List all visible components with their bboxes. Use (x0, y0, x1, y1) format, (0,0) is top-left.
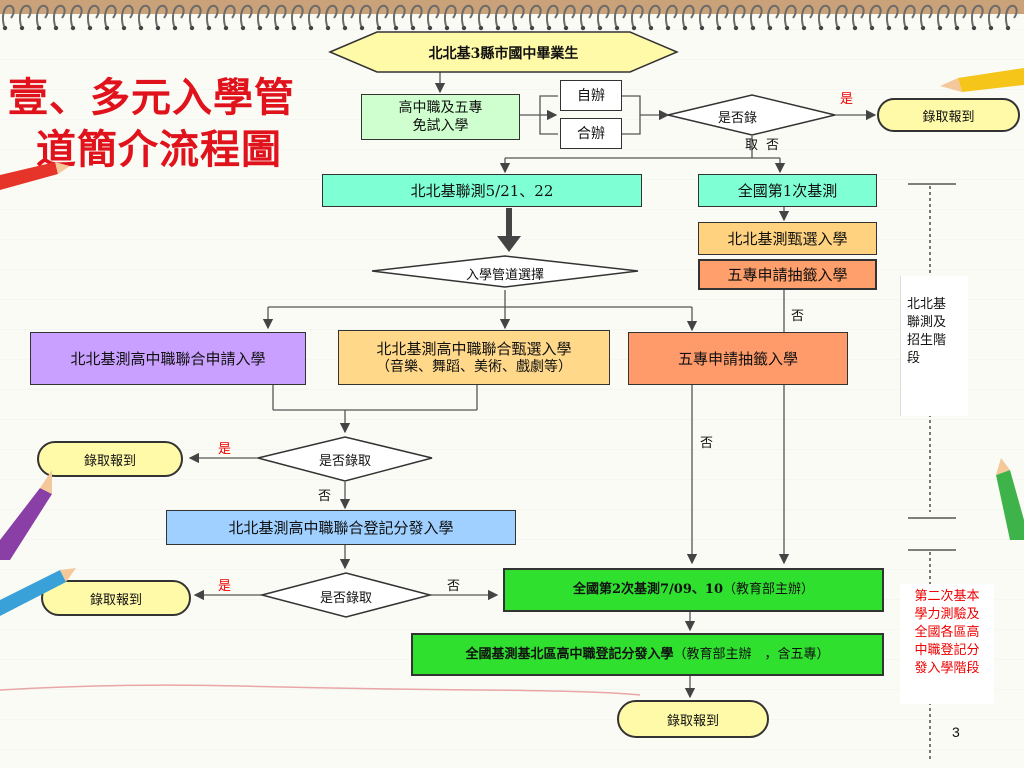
joint-apply-box: 北北基測高中職聯合申請入學 (30, 332, 306, 385)
national-exam1-box: 全國第1次基測 (698, 174, 877, 207)
self-run-box: 自辦 (560, 80, 622, 111)
report-pill-bottom: 錄取報到 (617, 700, 769, 738)
national-register-box: 全國基測基北區高中職登記分發入學（教育部主辦 ，含五專） (411, 633, 884, 676)
no-label-2: 否 (318, 489, 332, 504)
joint-register-box: 北北基測高中職聯合登記分發入學 (166, 510, 516, 545)
bk-selection-box: 北北基測甄選入學 (698, 222, 877, 255)
yes-label-2: 是 (218, 442, 232, 457)
joint-select-line1: 北北基測高中職聯合甄選入學 (376, 339, 572, 358)
channel-choice-decision: 入學管道選擇 (465, 268, 544, 283)
joint-select-line2: （音樂、舞蹈、美術、戲劇等） (376, 358, 572, 375)
decision-admit-1-a: 是否錄 (718, 111, 758, 126)
no-label-3: 否 (447, 579, 461, 594)
national-exam2-box: 全國第2次基測7/09、10（教育部主辦） (503, 568, 884, 612)
five-year-lottery-small-box: 五專申請抽籤入學 (698, 259, 877, 290)
yes-label-3: 是 (218, 579, 232, 594)
spiral-binding (0, 0, 1024, 31)
national-exam2-main: 全國第2次基測7/09、10 (572, 582, 723, 597)
stage2-note: 第二次基本 學力測驗及 全國各區高 中職登記分 發入學階段 (900, 584, 994, 704)
report-pill-left-1: 錄取報到 (37, 441, 183, 477)
yes-label-1: 是 (840, 92, 854, 107)
page-title: 壹、多元入學管 道簡介流程圖 (8, 72, 338, 176)
title-line-1: 壹、多元入學管 (8, 74, 295, 121)
national-register-note: （教育部主辦 ，含五專） (673, 646, 830, 662)
graduates-node: 北北基3縣市國中畢業生 (428, 46, 579, 62)
stage1-note: 北北基 聯測及 招生階 段 (900, 276, 968, 416)
pencil-icon-right-green (996, 458, 1024, 540)
joint-run-box: 合辦 (560, 118, 622, 149)
no-label-1: 否 (766, 138, 780, 153)
top-node-shape (328, 31, 679, 73)
decision-admit-1-b: 取 (745, 138, 759, 153)
free-entry-box: 高中職及五專 免試入學 (361, 94, 520, 140)
decision-admit-3: 是否錄取 (319, 591, 372, 606)
pencil-icon-left-blue (0, 568, 76, 616)
national-exam2-note: （教育部主辦） (723, 582, 815, 597)
page-number: 3 (952, 724, 960, 740)
report-pill-top: 錄取報到 (877, 98, 1020, 132)
national-register-main: 全國基測基北區高中職登記分發入學 (465, 646, 674, 662)
pencil-icon-left-purple (0, 470, 52, 560)
joint-select-box: 北北基測高中職聯合甄選入學 （音樂、舞蹈、美術、戲劇等） (338, 330, 610, 385)
decision-admit-2: 是否錄取 (318, 454, 371, 469)
pencil-icon-left-top (0, 162, 70, 190)
five-year-lottery-box: 五專申請抽籤入學 (628, 332, 848, 385)
report-pill-left-2: 錄取報到 (41, 580, 191, 616)
bk-exam-box: 北北基聯測5/21、22 (322, 174, 642, 207)
no-label-mid: 否 (700, 436, 714, 451)
pencil-icon-right-yellow (940, 68, 1024, 92)
no-label-right: 否 (791, 309, 805, 324)
title-line-2: 道簡介流程圖 (36, 126, 282, 173)
